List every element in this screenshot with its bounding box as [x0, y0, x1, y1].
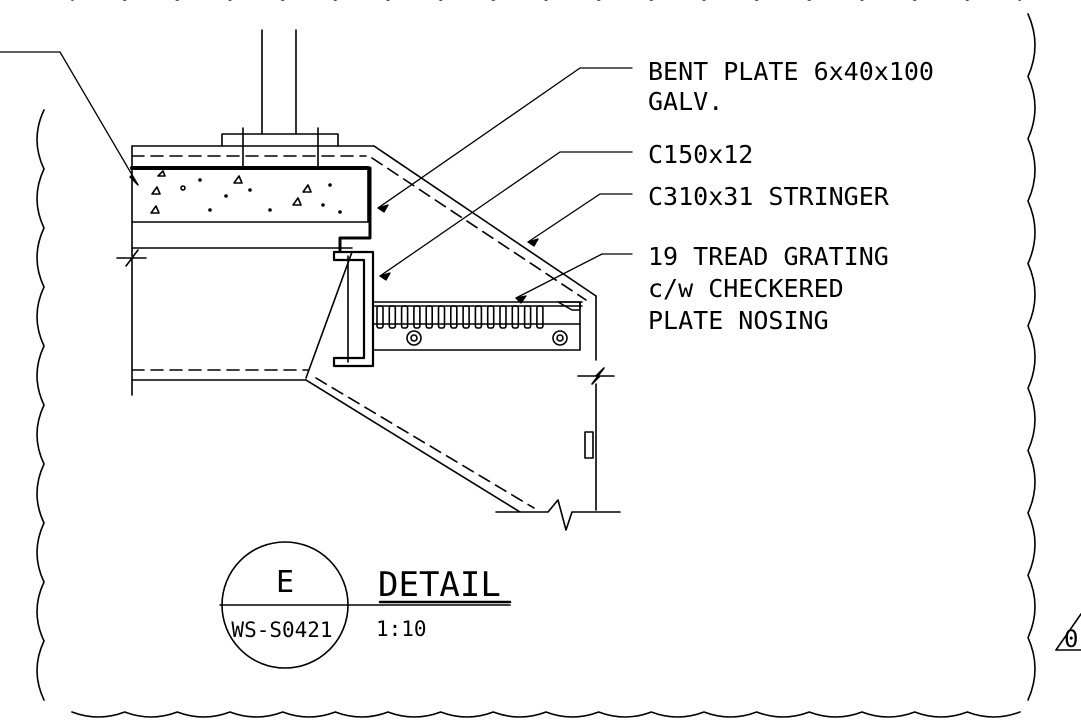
callout-labels: BENT PLATE 6x40x100 GALV. C150x12 C310x3…: [648, 57, 934, 335]
grating-bar: [536, 305, 544, 329]
grating-bar: [499, 305, 507, 329]
grating-bar: [449, 305, 458, 329]
leader-lines: [0, 51, 633, 304]
bent-plate: [338, 166, 372, 252]
revision-number: 0: [1064, 625, 1078, 653]
detail-scale: 1:10: [376, 617, 427, 641]
detail-letter: E: [276, 565, 294, 600]
grating-bar: [413, 305, 421, 329]
grating-bar: [388, 305, 397, 329]
grating-bar: [437, 305, 446, 329]
callout-channel: C150x12: [648, 140, 753, 169]
callout-grating-line1: 19 TREAD GRATING: [648, 242, 889, 271]
stringer: [305, 145, 621, 531]
grating-bar: [486, 305, 495, 329]
callout-bent-plate-line1: BENT PLATE 6x40x100: [648, 57, 934, 86]
callout-grating-line2: c/w CHECKERED: [648, 274, 844, 303]
grating-bar: [511, 305, 520, 329]
revision-cloud: [36, 0, 1036, 718]
callout-stringer: C310x31 STRINGER: [648, 182, 890, 211]
grating-bar: [462, 305, 470, 329]
callout-bent-plate-line2: GALV.: [648, 87, 723, 116]
grating-bar: [400, 305, 409, 329]
grating-bar: [425, 305, 434, 329]
grating-bar: [474, 305, 483, 329]
detail-sheet-ref: WS-S0421: [231, 618, 332, 642]
concrete-slab: [116, 29, 375, 267]
channel-c150: [332, 250, 375, 368]
detail-marker: E WS-S0421 DETAIL 1:10: [219, 541, 512, 669]
callout-grating-line3: PLATE NOSING: [648, 306, 829, 335]
support-beam: [131, 257, 309, 396]
grating-bar: [523, 305, 532, 329]
grating-bar: [376, 305, 384, 329]
detail-title: DETAIL: [378, 565, 501, 605]
tread-grating: [372, 301, 583, 351]
revision-triangle: 0: [1055, 613, 1081, 653]
